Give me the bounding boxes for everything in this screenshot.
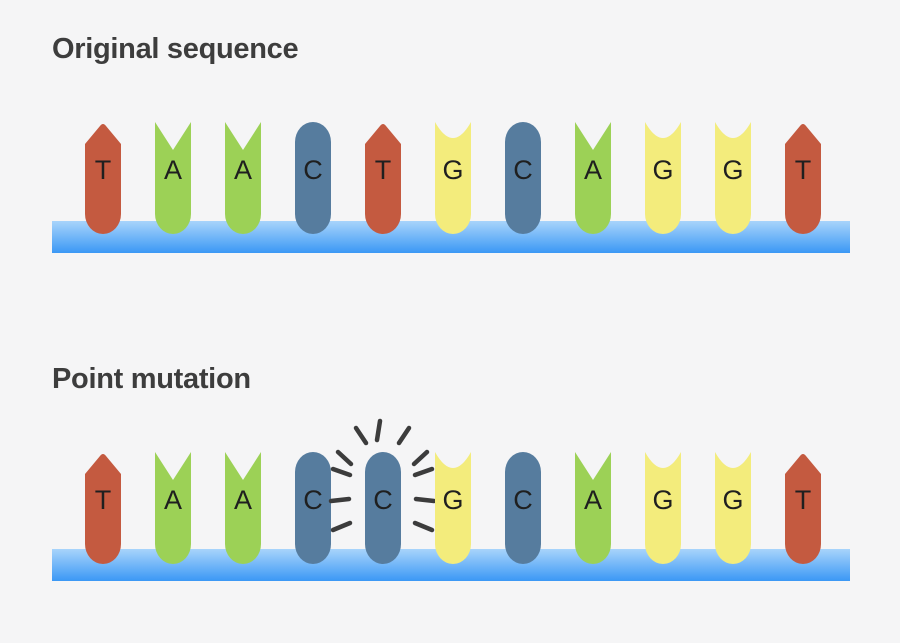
nucleotide-pill: G bbox=[435, 452, 471, 564]
base-letter: T bbox=[374, 155, 392, 185]
base-letter: A bbox=[233, 155, 252, 185]
nucleotide-pill: A bbox=[155, 122, 191, 234]
base-shape-G bbox=[715, 452, 751, 564]
base-shape-C bbox=[505, 452, 541, 564]
nucleotide-pill: T bbox=[85, 452, 121, 564]
base-letter: A bbox=[233, 485, 252, 515]
nucleotide-pill: T bbox=[365, 122, 401, 234]
base-shape-A bbox=[575, 452, 611, 564]
base-letter: T bbox=[794, 155, 812, 185]
base-letter: A bbox=[163, 485, 182, 515]
base-shape-T bbox=[785, 454, 821, 564]
base-shape-G bbox=[435, 122, 471, 234]
base-shape-T bbox=[365, 124, 401, 234]
base-letter: A bbox=[583, 485, 602, 515]
base-shape-G bbox=[435, 452, 471, 564]
base-letter: G bbox=[722, 485, 744, 515]
nucleotide-pill: C bbox=[505, 452, 541, 564]
nucleotide-pill: C bbox=[295, 122, 331, 234]
base-letter: C bbox=[373, 485, 393, 515]
base-letter: C bbox=[513, 155, 533, 185]
nucleotide-pill-mutated: C bbox=[365, 452, 401, 564]
nucleotide-pill: A bbox=[155, 452, 191, 564]
nucleotide-pill: G bbox=[435, 122, 471, 234]
base-letter: G bbox=[652, 485, 674, 515]
base-letter: G bbox=[442, 485, 464, 515]
nucleotide-pill: A bbox=[225, 452, 261, 564]
nucleotide-pill: T bbox=[785, 122, 821, 234]
base-letter: C bbox=[303, 155, 323, 185]
base-letter: C bbox=[513, 485, 533, 515]
base-shape-G bbox=[645, 452, 681, 564]
base-shape-C bbox=[365, 452, 401, 564]
base-letter: A bbox=[583, 155, 602, 185]
base-letter: A bbox=[163, 155, 182, 185]
nucleotide-pill: A bbox=[575, 122, 611, 234]
nucleotide-pill: G bbox=[715, 122, 751, 234]
base-shape-C bbox=[295, 452, 331, 564]
nucleotide-pill: C bbox=[505, 122, 541, 234]
base-shape-A bbox=[155, 122, 191, 234]
original-sequence-title: Original sequence bbox=[52, 33, 299, 65]
base-letter: G bbox=[442, 155, 464, 185]
base-shape-A bbox=[155, 452, 191, 564]
base-shape-C bbox=[505, 122, 541, 234]
nucleotide-pill: T bbox=[785, 452, 821, 564]
base-shape-G bbox=[715, 122, 751, 234]
base-letter: T bbox=[94, 155, 112, 185]
nucleotide-pill: C bbox=[295, 452, 331, 564]
base-shape-C bbox=[295, 122, 331, 234]
nucleotide-pill: T bbox=[85, 122, 121, 234]
base-letter: G bbox=[652, 155, 674, 185]
nucleotide-pill: G bbox=[645, 452, 681, 564]
base-letter: T bbox=[794, 485, 812, 515]
base-letter: G bbox=[722, 155, 744, 185]
base-shape-T bbox=[85, 124, 121, 234]
nucleotide-pill: A bbox=[225, 122, 261, 234]
base-shape-A bbox=[575, 122, 611, 234]
base-shape-T bbox=[85, 454, 121, 564]
base-shape-T bbox=[785, 124, 821, 234]
base-letter: C bbox=[303, 485, 323, 515]
point-mutation-title: Point mutation bbox=[52, 363, 251, 395]
base-letter: T bbox=[94, 485, 112, 515]
base-shape-A bbox=[225, 122, 261, 234]
nucleotide-pill: G bbox=[645, 122, 681, 234]
nucleotide-pill: A bbox=[575, 452, 611, 564]
nucleotide-pill: G bbox=[715, 452, 751, 564]
base-shape-A bbox=[225, 452, 261, 564]
base-shape-G bbox=[645, 122, 681, 234]
